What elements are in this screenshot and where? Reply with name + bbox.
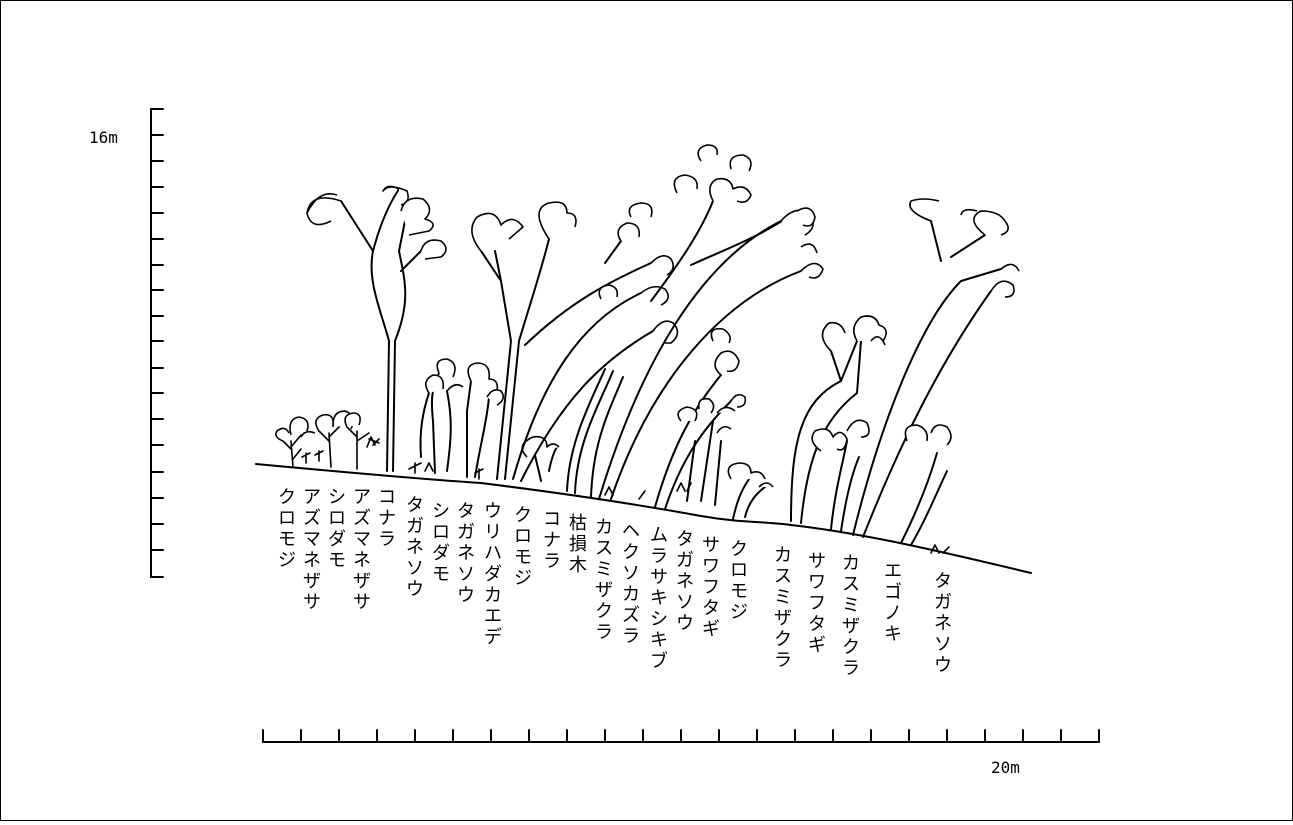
species-label: シロダモ <box>432 501 450 585</box>
species-label: クロモジ <box>514 505 532 589</box>
species-label: カスミザクラ <box>842 553 860 679</box>
tree-shrub-3 <box>344 412 380 470</box>
height-scale-bar <box>150 108 164 578</box>
ground-line <box>255 463 1032 574</box>
tree-sawafutagi <box>811 419 870 532</box>
tree-taganesou-right <box>900 424 952 554</box>
species-label: タガネソウ <box>406 495 424 600</box>
species-label: アズマネザサ <box>303 487 321 613</box>
tree-kuromoji-right <box>727 462 774 520</box>
tree-dead-snag <box>566 368 624 498</box>
distance-scale-label: 20m <box>991 758 1020 777</box>
tree-konara-2 <box>512 222 679 482</box>
tree-urihadakaede <box>471 201 577 480</box>
tree-kasumizakura-1 <box>598 144 824 500</box>
tree-shirodamo-2 <box>466 362 505 480</box>
tree-egonoki <box>852 198 1020 538</box>
tree-shirodamo-1 <box>408 358 464 474</box>
height-scale-label: 16m <box>89 128 118 147</box>
tree-murasakishikibu <box>604 327 747 510</box>
species-label: 枯損木 <box>569 513 587 576</box>
species-label: タガネソウ <box>676 529 694 634</box>
tree-shrub-1 <box>275 416 316 468</box>
tree-konara-1 <box>306 185 447 472</box>
distance-scale-bar <box>262 729 1100 743</box>
species-label: ムラサキシキブ <box>650 525 668 672</box>
tree-taganesou-mid <box>677 397 736 506</box>
species-label: ヘクソカズラ <box>622 521 640 647</box>
species-label: アズマネザサ <box>353 487 371 613</box>
species-label: カスミザクラ <box>774 545 792 671</box>
species-label: エゴノキ <box>884 561 902 645</box>
species-label: カスミザクラ <box>595 517 613 643</box>
tree-kasumizakura-2 <box>790 315 887 524</box>
species-label: コナラ <box>378 487 396 550</box>
species-label: クロモジ <box>278 487 296 571</box>
species-label: クロモジ <box>730 539 748 623</box>
species-label: ウリハダカエデ <box>484 501 502 648</box>
species-label: シロダモ <box>328 487 346 571</box>
species-label: コナラ <box>543 509 561 572</box>
species-label: サワフタギ <box>702 535 720 640</box>
species-labels: クロモジアズマネザサシロダモアズマネザサコナラタガネソウシロダモタガネソウウリハ… <box>278 487 952 679</box>
tree-drawings <box>275 144 1020 554</box>
species-label: タガネソウ <box>457 501 475 606</box>
species-label: サワフタギ <box>808 551 826 656</box>
species-label: タガネソウ <box>934 571 952 676</box>
